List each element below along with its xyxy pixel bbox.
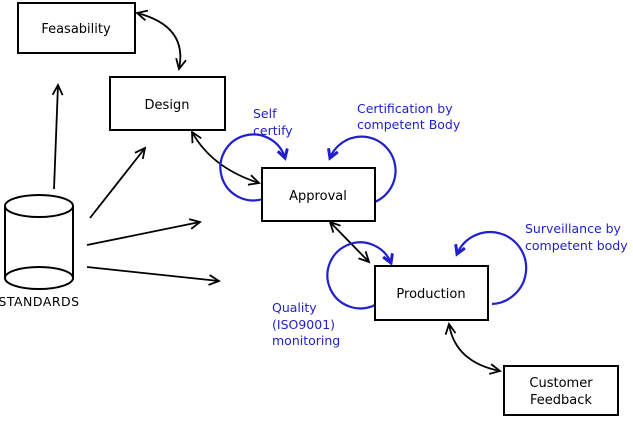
customer-feedback-label-line1: Customer (529, 376, 593, 391)
self-certify-label-line1: Self (253, 106, 277, 121)
customer-feedback-label-line2: Feedback (530, 393, 592, 408)
annotation-surveillance: Surveillance by competent body (525, 221, 628, 253)
standards-cylinder: STANDARDS (0, 194, 80, 309)
arrow-approval-production (328, 220, 371, 264)
arrow-standards-design (89, 146, 147, 219)
loop-self-certify (219, 133, 285, 202)
arrow-standards-feasability (51, 82, 64, 190)
production-box (374, 265, 489, 321)
annotation-quality-monitoring: Quality (ISO9001) monitoring (272, 300, 340, 348)
approval-box (261, 167, 376, 222)
quality-label-line3: monitoring (272, 333, 340, 348)
approval-label: Approval (289, 189, 347, 204)
node-feasability: Feasability (17, 2, 136, 54)
loop-certification (330, 135, 397, 205)
loop-surveillance (457, 231, 528, 306)
certification-label-line1: Certification by (357, 101, 453, 116)
arrow-feasability-design (135, 9, 187, 71)
certification-label-line2: competent Body (357, 117, 461, 132)
cylinder-top-ellipse (4, 194, 74, 218)
surveillance-label-line2: competent body (525, 238, 628, 253)
annotation-certification: Certification by competent Body (357, 101, 461, 132)
arrow-standards-production (86, 266, 222, 286)
quality-label-line1: Quality (272, 300, 317, 315)
node-production: Production (374, 265, 489, 321)
design-box (109, 76, 226, 131)
production-label: Production (396, 287, 465, 302)
node-customer-feedback: Customer Feedback (503, 365, 619, 416)
design-label: Design (145, 98, 190, 113)
loop-quality-monitoring (326, 241, 391, 310)
standards-label: STANDARDS (0, 294, 80, 309)
node-design: Design (109, 76, 226, 131)
feasability-box (17, 2, 136, 54)
feasability-label: Feasability (41, 22, 111, 37)
quality-label-line2: (ISO9001) (272, 317, 335, 332)
arrow-design-approval (191, 130, 261, 186)
surveillance-label-line1: Surveillance by (525, 221, 622, 236)
arrow-production-customer-feedback (444, 322, 502, 375)
annotation-self-certify: Self certify (253, 106, 293, 138)
node-approval: Approval (261, 167, 376, 222)
self-certify-label-line2: certify (253, 123, 293, 138)
cylinder-bottom-ellipse (4, 266, 74, 290)
arrow-standards-approval (86, 218, 202, 246)
customer-feedback-box (503, 365, 619, 416)
